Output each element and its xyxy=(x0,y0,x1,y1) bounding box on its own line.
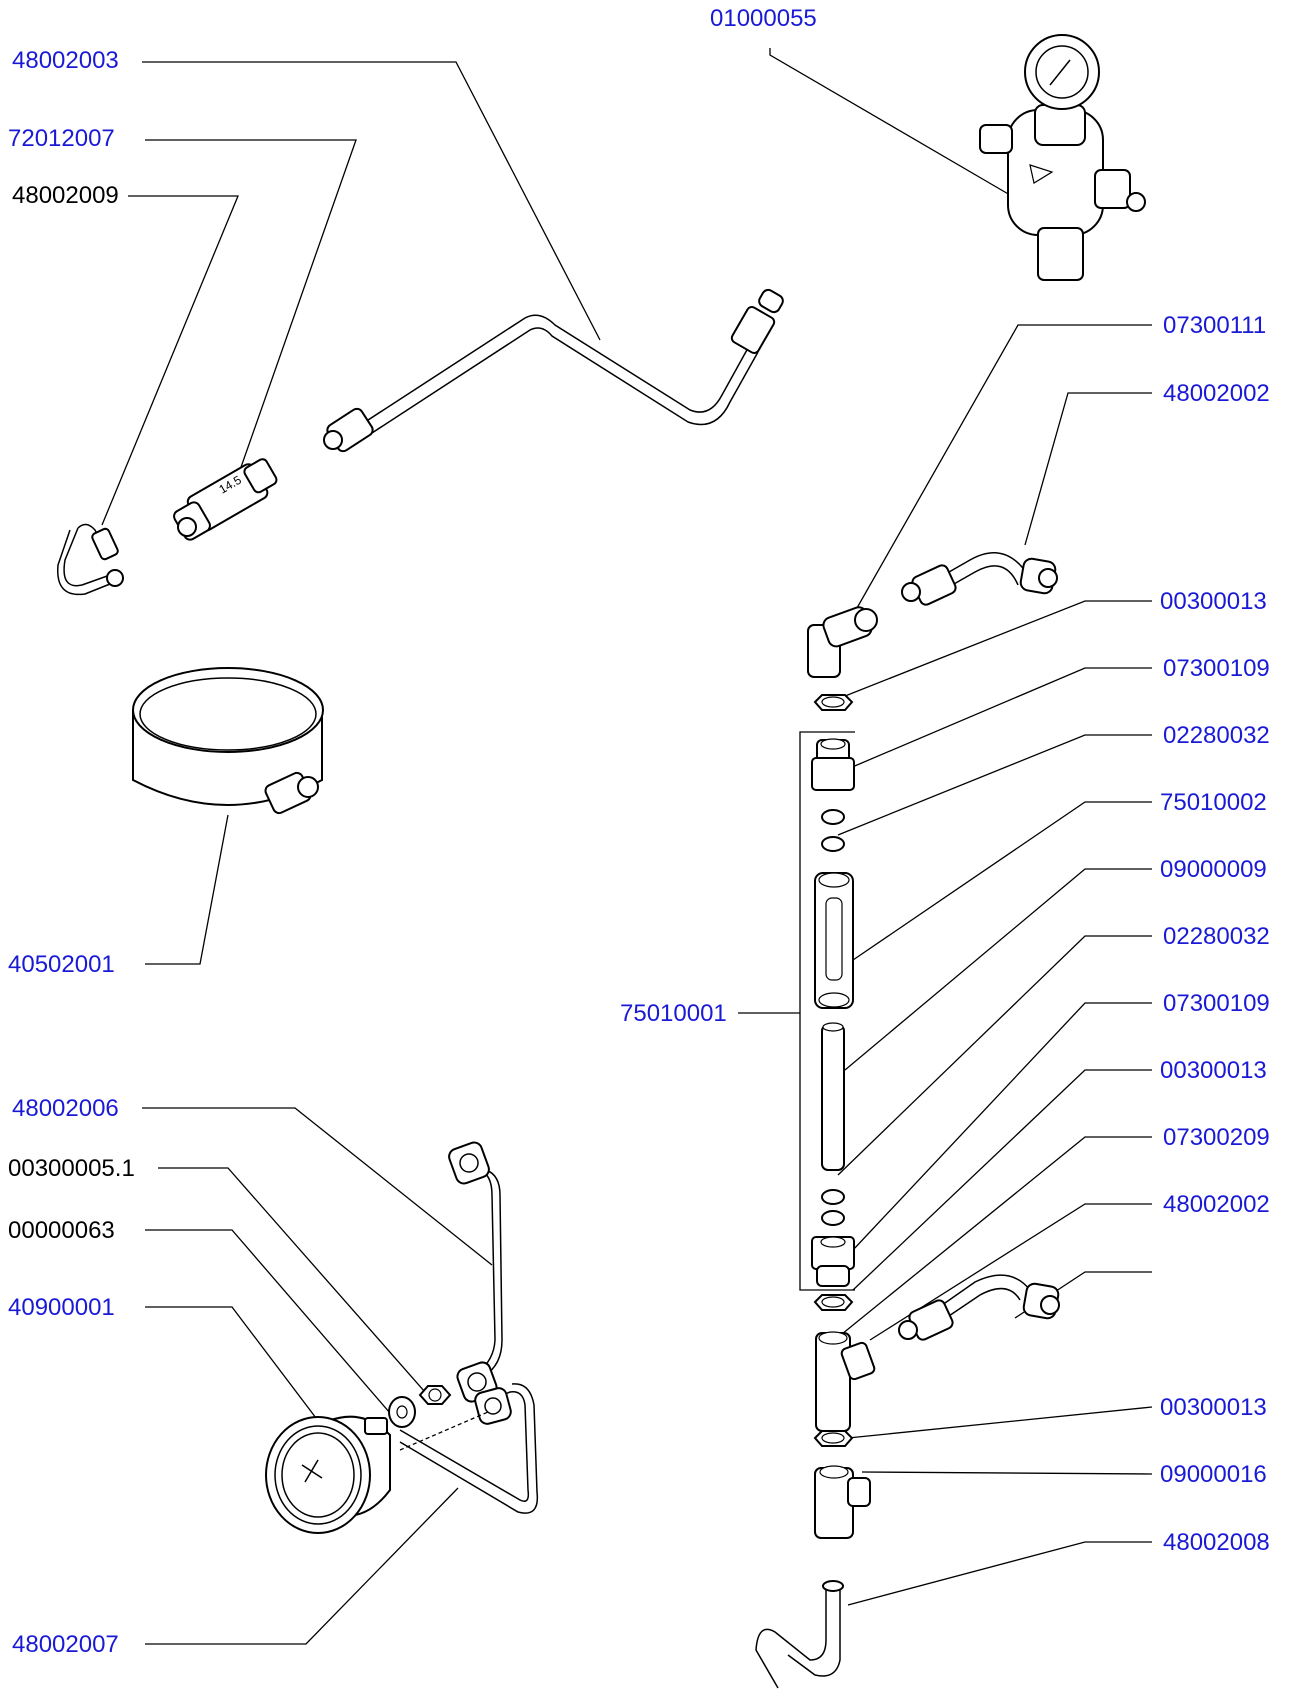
gauge-washer-part xyxy=(388,1396,416,1428)
part-label-72012007[interactable]: 72012007 xyxy=(8,125,115,152)
part-label-02280032-b[interactable]: 02280032 xyxy=(1163,923,1270,950)
part-label-07300111[interactable]: 07300111 xyxy=(1163,312,1267,339)
pressure-gauge-part xyxy=(265,1415,391,1534)
part-label-02280032-a[interactable]: 02280032 xyxy=(1163,722,1270,749)
part-label-00300013-a[interactable]: 00300013 xyxy=(1160,588,1267,615)
part-label-00000063: 00000063 xyxy=(8,1217,115,1244)
gauge-pipe-lower-part xyxy=(399,1383,539,1514)
part-label-09000016[interactable]: 09000016 xyxy=(1160,1461,1267,1488)
leader-lines xyxy=(101,48,1153,1645)
curved-pipe-lower-part xyxy=(898,1274,1060,1341)
part-label-09000009[interactable]: 09000009 xyxy=(1160,856,1267,883)
part-label-00300013-b[interactable]: 00300013 xyxy=(1160,1057,1267,1084)
part-label-48002009: 48002009 xyxy=(12,182,119,209)
curved-pipe-upper-part xyxy=(901,552,1058,606)
part-label-01000055[interactable]: 01000055 xyxy=(710,5,817,32)
part-label-48002008[interactable]: 48002008 xyxy=(1163,1529,1270,1556)
pressure-regulator-part xyxy=(979,34,1146,281)
part-label-07300209[interactable]: 07300209 xyxy=(1163,1124,1270,1151)
part-label-40502001[interactable]: 40502001 xyxy=(8,951,115,978)
loop-pipe-part xyxy=(57,523,124,596)
gauge-nut-part xyxy=(418,1385,452,1405)
part-label-75010001[interactable]: 75010001 xyxy=(620,1000,727,1027)
right-column-stack xyxy=(755,694,876,1689)
part-label-48002002-upper[interactable]: 48002002 xyxy=(1163,380,1270,407)
part-label-40900001[interactable]: 40900001 xyxy=(8,1294,115,1321)
part-label-48002002-lower[interactable]: 48002002 xyxy=(1163,1191,1270,1218)
bent-pipe-part xyxy=(323,288,784,453)
part-label-07300109-b[interactable]: 07300109 xyxy=(1163,990,1270,1017)
part-label-00300013-c[interactable]: 00300013 xyxy=(1160,1394,1267,1421)
part-label-00300005-1: 00300005.1 xyxy=(8,1155,135,1182)
part-label-75010002[interactable]: 75010002 xyxy=(1160,789,1267,816)
part-label-07300109-a[interactable]: 07300109 xyxy=(1163,655,1270,682)
gauge-pipe-upper-part xyxy=(448,1141,503,1403)
part-label-48002003[interactable]: 48002003 xyxy=(12,47,119,74)
elbow-fitting-part xyxy=(807,606,878,678)
check-valve-part: 14.5 xyxy=(173,458,278,541)
part-label-48002007[interactable]: 48002007 xyxy=(12,1631,119,1658)
part-label-48002006[interactable]: 48002006 xyxy=(12,1095,119,1122)
assembly-bracket xyxy=(799,731,855,1291)
cup-part xyxy=(132,667,324,815)
